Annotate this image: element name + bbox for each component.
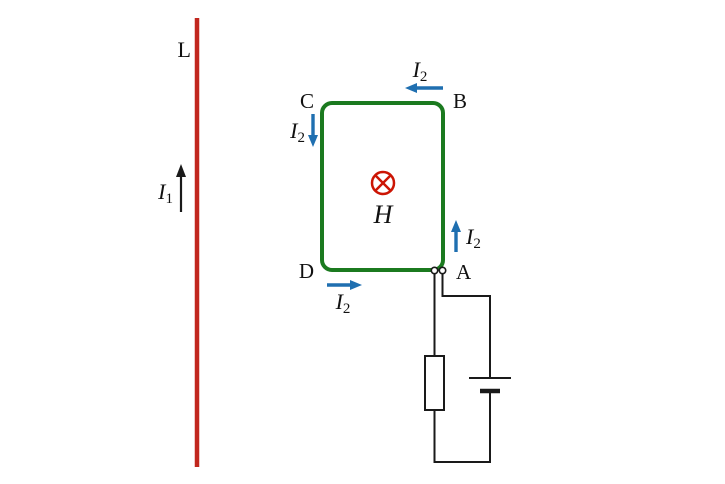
current2-bottom-label-sub: 2 <box>343 301 351 317</box>
current2-top-label: I2 <box>412 57 428 85</box>
circuit-wire-right-upper <box>441 273 491 378</box>
current2-right-label-sub: 2 <box>473 236 481 252</box>
current1-label-sub: 1 <box>166 191 174 207</box>
terminal-right <box>438 266 447 275</box>
current1-label: I1 <box>157 179 173 207</box>
current2-top-label-base: I <box>412 57 422 82</box>
field-into-page-cross-2 <box>374 174 392 192</box>
loop-ABCD <box>320 101 445 272</box>
wire-label: L <box>178 37 191 62</box>
current2-bottom-arrowhead-icon <box>350 280 362 290</box>
terminal-left <box>430 266 439 275</box>
resistor <box>424 355 445 411</box>
corner-b-label: B <box>453 89 467 113</box>
field-label: H <box>373 200 394 229</box>
current2-right-label: I2 <box>465 224 481 252</box>
current2-right-arrowhead-icon <box>451 220 461 232</box>
current2-left-arrowhead-icon <box>308 135 318 147</box>
current2-top-arrowhead-icon <box>405 83 417 93</box>
corner-d-label: D <box>299 259 314 283</box>
current2-top-label-sub: 2 <box>420 69 428 85</box>
current2-left-label-sub: 2 <box>298 130 306 146</box>
field-into-page-icon <box>370 170 396 196</box>
current2-left-label-base: I <box>289 118 299 143</box>
corner-c-label: C <box>300 89 314 113</box>
current2-right-label-base: I <box>465 224 475 249</box>
current2-bottom-label-base: I <box>335 289 345 314</box>
current2-left-label: I2 <box>289 118 305 146</box>
current2-bottom-label: I2 <box>335 289 351 317</box>
current1-arrowhead-icon <box>176 164 186 177</box>
circuit-wire-bottom <box>433 391 491 463</box>
current1-label-base: I <box>157 179 167 204</box>
corner-a-label: A <box>456 260 472 284</box>
